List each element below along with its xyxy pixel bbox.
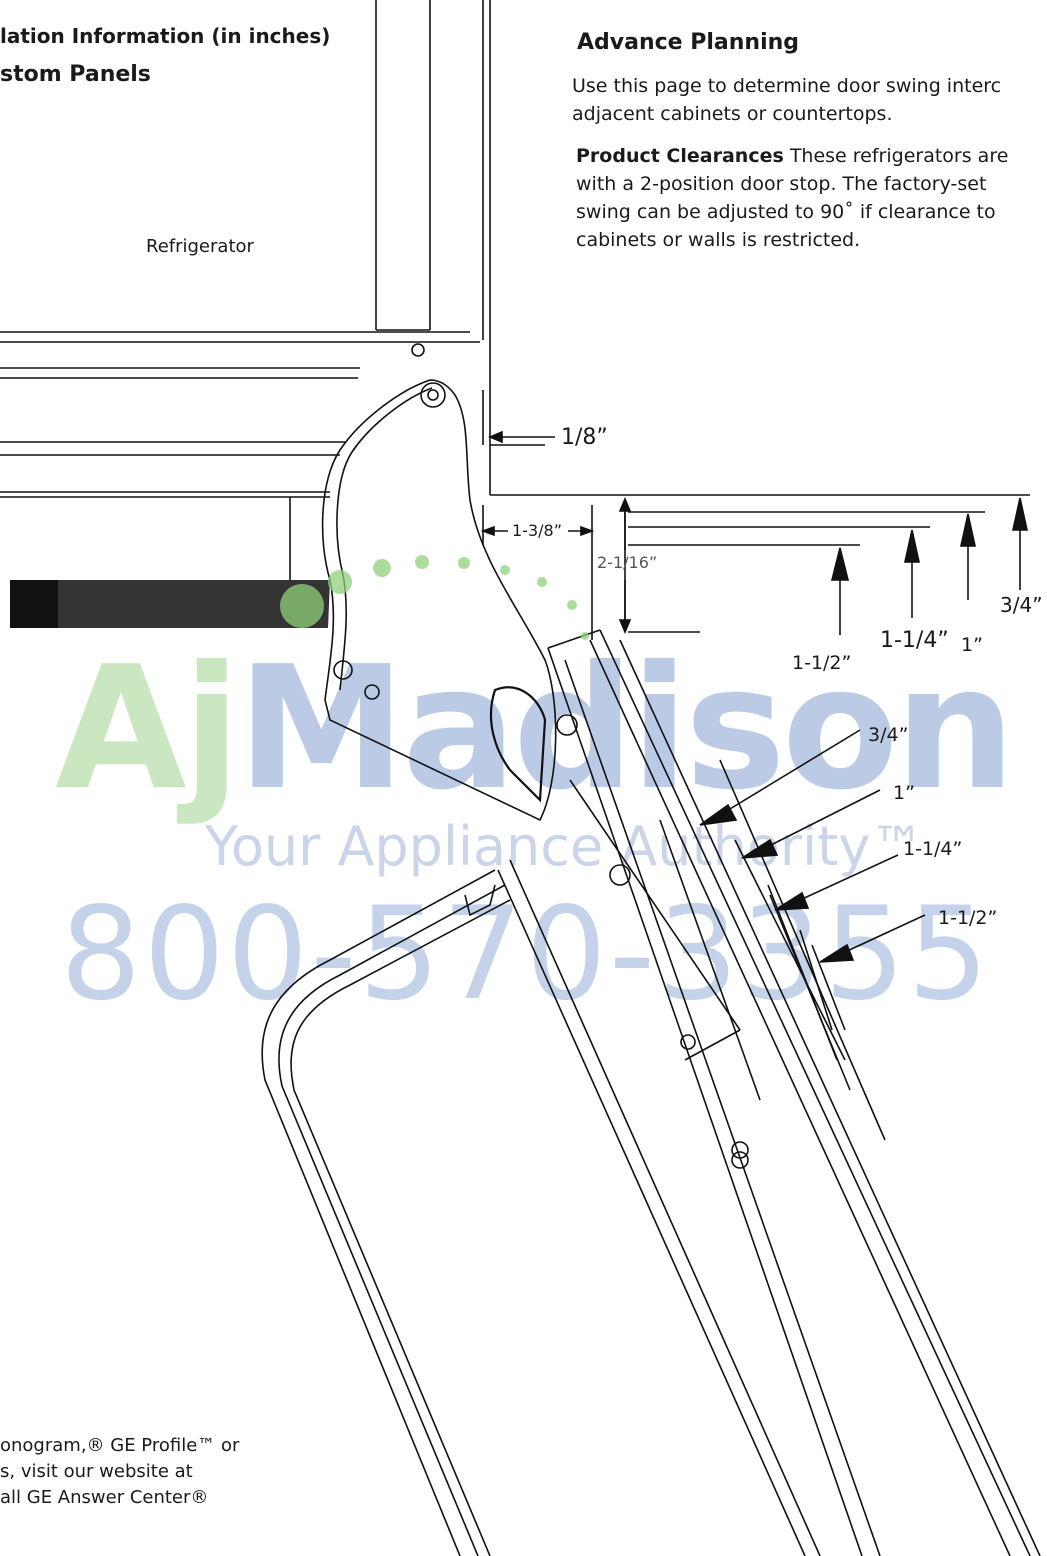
dim-hinge-offset: 1-3/8” bbox=[512, 521, 562, 540]
intro-line-2: adjacent cabinets or countertops. bbox=[572, 103, 893, 125]
clearance-line-4: cabinets or walls is restricted. bbox=[576, 229, 861, 251]
dim-diag-1-1-2: 1-1/2” bbox=[938, 907, 998, 929]
intro-line-1: Use this page to determine door swing in… bbox=[572, 75, 1002, 97]
watermark-brand-b: Madison bbox=[236, 630, 1016, 828]
dim-door-depth: 2-1/16” bbox=[597, 553, 658, 572]
dim-top-gap: 1/8” bbox=[561, 425, 608, 450]
clearance-line-2: with a 2-position door stop. The factory… bbox=[576, 173, 987, 195]
dim-diag-3-4: 3/4” bbox=[868, 724, 909, 746]
dim-diag-1: 1” bbox=[893, 782, 915, 804]
footer-line-1: onogram,® GE Profile™ or bbox=[0, 1435, 240, 1456]
advance-planning-title: Advance Planning bbox=[577, 30, 800, 55]
dim-diag-1-1-4: 1-1/4” bbox=[903, 838, 963, 860]
refrigerator-label: Refrigerator bbox=[146, 236, 254, 257]
dim-vert-1-1-4: 1-1/4” bbox=[880, 628, 949, 653]
watermark-brand: AjMadison bbox=[55, 630, 1016, 828]
clearance-lead: Product Clearances bbox=[576, 145, 784, 167]
clearance-line-3: swing can be adjusted to 90˚ if clearanc… bbox=[576, 201, 996, 223]
clearance-lead-rest: These refrigerators are bbox=[783, 145, 1009, 167]
dim-vert-3-4: 3/4” bbox=[1000, 593, 1043, 617]
dim-vert-1-1-2: 1-1/2” bbox=[792, 652, 852, 674]
section-title: lation Information (in inches) bbox=[0, 24, 331, 48]
dim-vert-1: 1” bbox=[961, 634, 983, 656]
footer-line-2: s, visit our website at bbox=[0, 1461, 193, 1482]
watermark-tagline: Your Appliance Authority™ bbox=[205, 815, 925, 878]
section-subtitle: stom Panels bbox=[0, 62, 151, 87]
footer-line-3: all GE Answer Center® bbox=[0, 1487, 209, 1508]
clearance-line-1: Product Clearances These refrigerators a… bbox=[576, 142, 1008, 170]
watermark-brand-a: Aj bbox=[55, 630, 241, 828]
